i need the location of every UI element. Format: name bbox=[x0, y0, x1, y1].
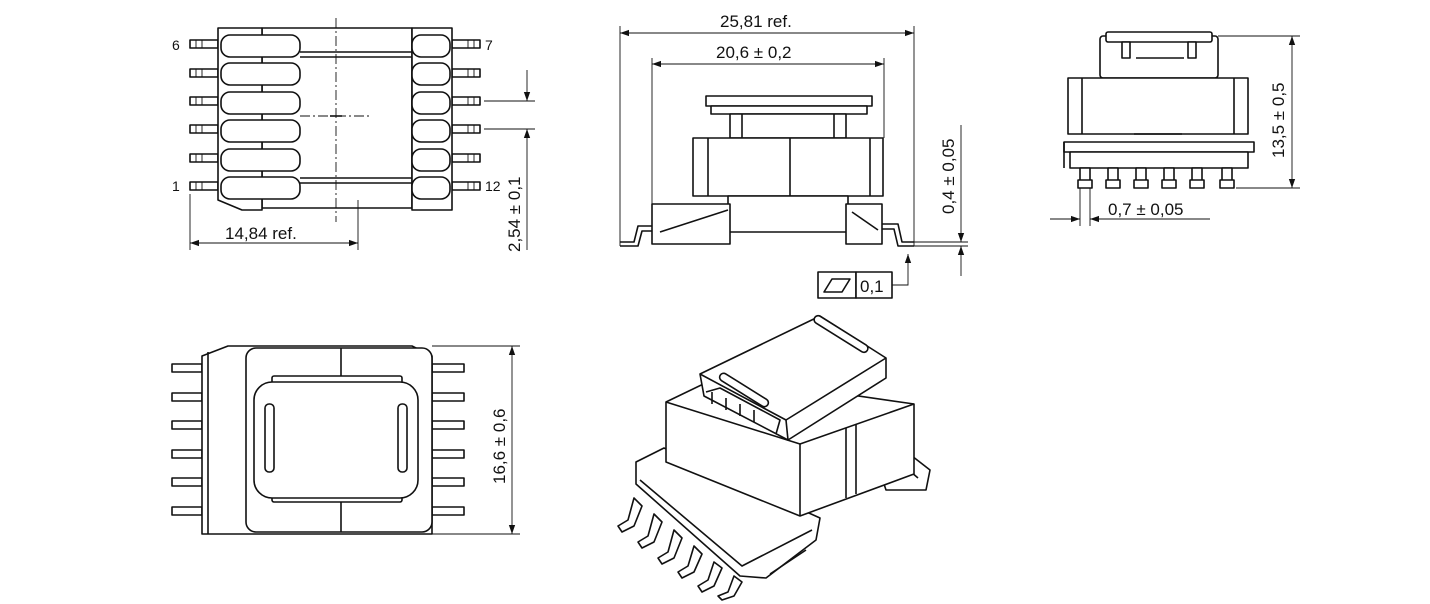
pin-label-6: 6 bbox=[172, 37, 180, 53]
iso-leads bbox=[617, 497, 743, 601]
dim-overall-length: 25,81 ref. bbox=[720, 12, 792, 31]
isometric-view bbox=[617, 314, 931, 601]
dim-pin-width: 0,7 ± 0,05 bbox=[1108, 200, 1184, 219]
dim-lead-thickness: 0,4 ± 0,05 bbox=[939, 139, 958, 215]
flatness-tolerance-icon bbox=[823, 278, 851, 293]
plan-view-pins-left bbox=[171, 363, 203, 516]
dim-pitch: 2,54 ± 0,1 bbox=[505, 177, 524, 253]
top-view: 6 7 1 12 14,84 ref. 2,54 ± 0,1 bbox=[172, 18, 535, 252]
plan-view-pins-right bbox=[431, 363, 465, 516]
dim-top-width: 14,84 ref. bbox=[225, 224, 297, 243]
front-view: 25,81 ref. 20,6 ± 0,2 0,4 ± 0,05 0,1 bbox=[619, 12, 968, 299]
side-view-core bbox=[1067, 77, 1249, 135]
front-view-right-base bbox=[845, 203, 883, 245]
plan-view: 16,6 ± 0,6 bbox=[171, 345, 520, 535]
side-view-base bbox=[1063, 141, 1255, 153]
dim-height: 13,5 ± 0,5 bbox=[1269, 83, 1288, 159]
flatness-value: 0,1 bbox=[860, 277, 884, 296]
side-view-pins bbox=[1077, 167, 1235, 189]
pin-label-1: 1 bbox=[172, 178, 180, 194]
dim-body-width: 16,6 ± 0,6 bbox=[490, 409, 509, 485]
front-view-core bbox=[692, 137, 884, 197]
front-view-cap bbox=[705, 95, 873, 107]
top-view-pins-left bbox=[189, 39, 219, 191]
top-view-right-windings bbox=[411, 34, 451, 200]
side-view: 13,5 ± 0,5 0,7 ± 0,05 bbox=[1050, 31, 1300, 226]
front-view-left-base bbox=[651, 203, 731, 245]
top-view-pins-right bbox=[451, 39, 481, 191]
plan-view-cap bbox=[253, 381, 419, 499]
dim-body-length: 20,6 ± 0,2 bbox=[716, 43, 792, 62]
pin-label-12: 12 bbox=[485, 178, 501, 194]
flatness-symbol-box bbox=[817, 271, 857, 299]
pin-label-7: 7 bbox=[485, 37, 493, 53]
top-view-left-windings bbox=[220, 34, 301, 200]
